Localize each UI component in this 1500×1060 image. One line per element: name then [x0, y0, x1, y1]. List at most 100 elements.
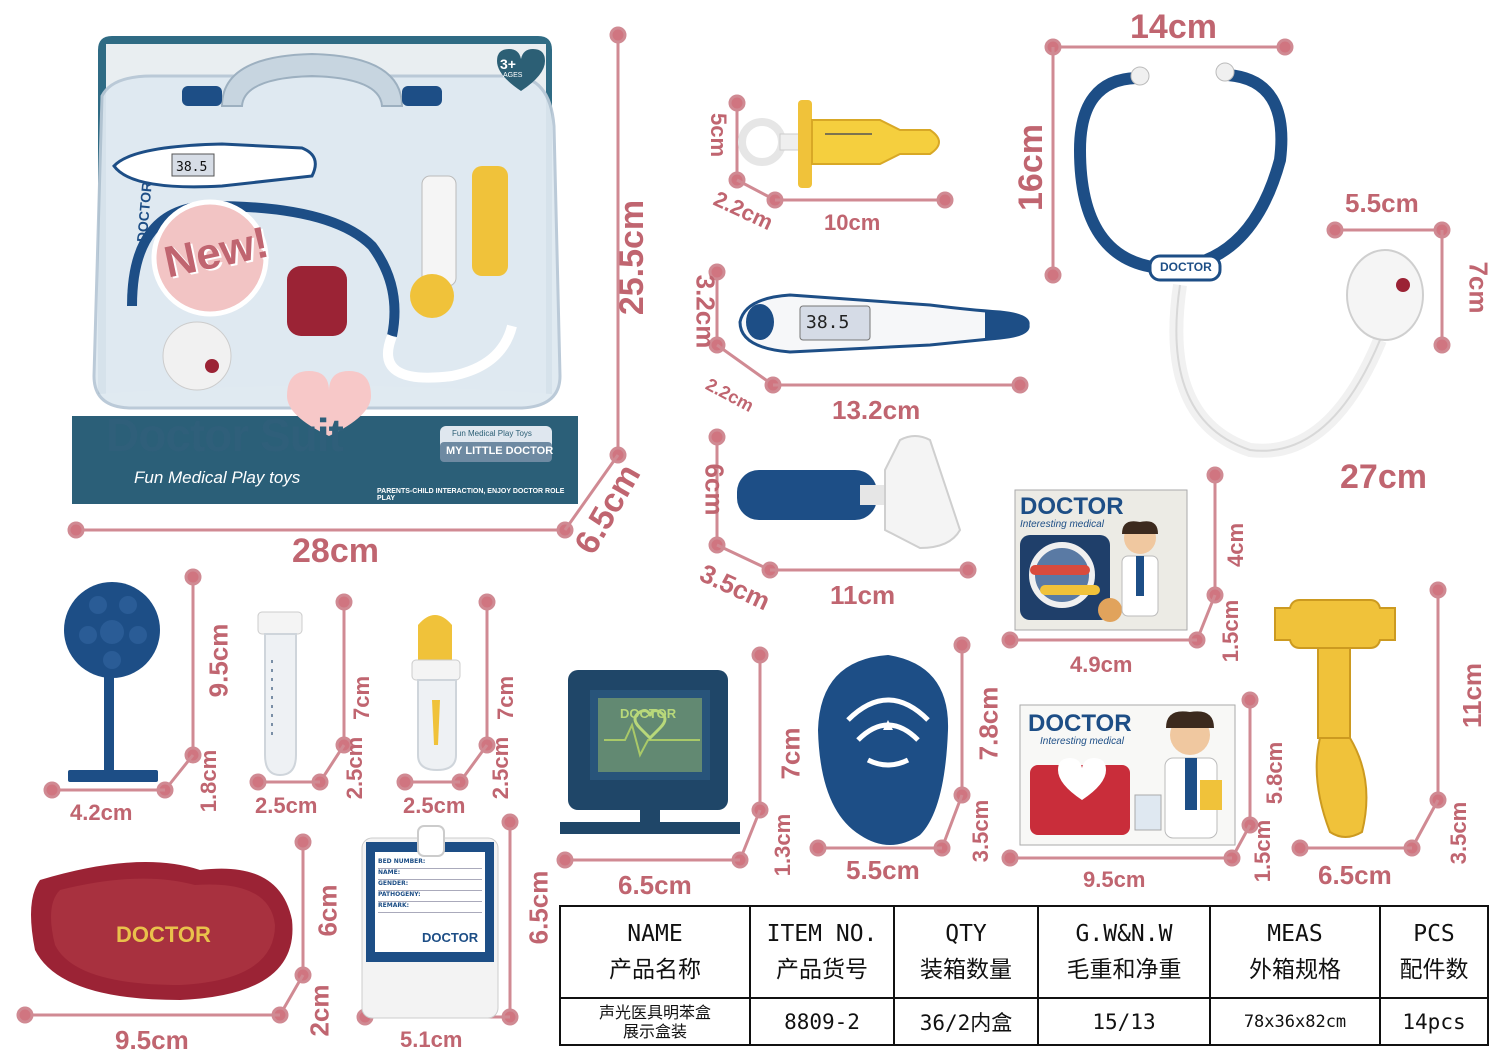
package-age-sub: AGES: [503, 72, 523, 79]
syringe-icon: [738, 100, 940, 188]
tube-height-label: 7cm: [349, 675, 375, 721]
box-width-label: 28cm: [292, 532, 379, 570]
stethoscope-icon: [1073, 62, 1424, 458]
hammer-depth-label: 3.5cm: [1446, 801, 1472, 865]
id-badge-field: GENDER:: [378, 880, 482, 891]
package-tagline: Fun Medical Play toys: [134, 468, 301, 487]
spec-cell-qty: 36/2内盒: [893, 997, 1039, 1046]
thermo-reading: 38.5: [806, 312, 850, 333]
card1-title: DOCTOR: [1020, 493, 1124, 520]
steth-height-label: 16cm: [1011, 124, 1050, 211]
oxygen-mask-icon: [818, 655, 949, 845]
doctor-card-2-icon: [1019, 704, 1236, 846]
card2-title: DOCTOR: [1028, 710, 1132, 737]
syringe-height-label: 5cm: [706, 112, 732, 158]
mirror-width-label: 4.2cm: [70, 800, 133, 825]
box-height-label: 25.5cm: [613, 199, 652, 316]
monitor-height-label: 7cm: [775, 727, 806, 780]
card2-subtitle: Interesting medical: [1040, 736, 1124, 747]
spec-header-en: G.W&N.W: [1075, 921, 1173, 947]
spec-header-zh: 毛重和净重: [1066, 957, 1182, 983]
kidney-tray-icon: [31, 862, 293, 1000]
spec-cell-item: 8809-2: [749, 997, 895, 1046]
steth-width-label: 14cm: [1130, 8, 1217, 46]
otoscope-height-label: 6cm: [699, 463, 730, 516]
card2-depth-label: 1.5cm: [1250, 819, 1276, 883]
tray-height-label: 6cm: [312, 884, 343, 937]
badge-height-label: 6.5cm: [523, 870, 554, 945]
id-badge-field: REMARK:: [378, 902, 482, 913]
spec-header-weight: G.W&N.W 毛重和净重: [1037, 905, 1211, 999]
mask-width-label: 5.5cm: [846, 855, 920, 885]
spec-table-row: 声光医具明苯盒展示盒装 8809-2 36/2内盒 15/13 78x36x82…: [559, 997, 1489, 1046]
package-slogan: PARENTS-CHILD INTERACTION, ENJOY DOCTOR …: [377, 488, 565, 502]
thermo-length-label: 13.2cm: [832, 395, 921, 425]
spec-header-en: MEAS: [1267, 921, 1323, 947]
package-badge-top: Fun Medical Play Toys: [452, 429, 532, 438]
spec-header-zh: 外箱规格: [1249, 957, 1341, 983]
id-badge-field: BED NUMBER:: [378, 858, 482, 869]
spec-header-en: NAME: [627, 921, 683, 947]
spec-header-en: ITEM NO.: [766, 921, 878, 947]
otoscope-icon: [737, 435, 962, 550]
card1-width-label: 4.9cm: [1070, 652, 1133, 677]
monitor-icon: [560, 670, 740, 834]
bottle-width-label: 2.5cm: [403, 793, 466, 818]
badge-width-label: 5.1cm: [400, 1027, 463, 1052]
bottle-height-label: 7cm: [493, 675, 519, 721]
mirror-depth-label: 1.8cm: [196, 749, 222, 813]
id-badge-fields: BED NUMBER: NAME: GENDER: PATHOGENY: REM…: [378, 858, 482, 913]
id-badge-field: PATHOGENY:: [378, 891, 482, 902]
package-box: 38.5 New! Doctor Suit Fun Medical Play t…: [72, 36, 578, 504]
bottle-depth-label: 2.5cm: [488, 736, 514, 800]
spec-header-item: ITEM NO. 产品货号: [749, 905, 895, 999]
package-thermo-reading: 38.5: [176, 160, 207, 175]
thermometer-icon: [738, 293, 1030, 354]
card1-depth-label: 1.5cm: [1218, 599, 1244, 663]
card2-height-label: 5.8cm: [1262, 741, 1288, 805]
mask-height-label: 7.8cm: [973, 686, 1004, 761]
package-art: 38.5: [72, 36, 578, 504]
spec-cell-meas: 78x36x82cm: [1209, 997, 1381, 1046]
doctor-card-icon: [1014, 489, 1188, 631]
tube-width-label: 2.5cm: [255, 793, 318, 818]
monitor-logo: DOCTOR: [620, 706, 677, 721]
tray-logo: DOCTOR: [116, 922, 211, 947]
steth-logo: DOCTOR: [1160, 260, 1212, 274]
medicine-bottle-icon: [411, 615, 461, 772]
spec-header-zh: 产品名称: [609, 957, 701, 983]
spec-header-name: NAME 产品名称: [559, 905, 751, 999]
spec-name-line2: 展示盒装: [622, 1021, 687, 1041]
hammer-height-label: 11cm: [1457, 662, 1488, 729]
spec-cell-pcs: 14pcs: [1379, 997, 1489, 1046]
monitor-depth-label: 1.3cm: [770, 813, 796, 877]
steth-head-height-label: 7cm: [1463, 261, 1494, 314]
card1-subtitle: Interesting medical: [1020, 519, 1104, 530]
thermo-height-label: 3.2cm: [690, 274, 721, 349]
card1-height-label: 4cm: [1223, 522, 1249, 568]
spec-header-zh: 装箱数量: [920, 957, 1012, 983]
id-badge-icon: [361, 825, 499, 1019]
steth-head-width-label: 5.5cm: [1345, 188, 1419, 218]
reflex-hammer-icon: [1274, 599, 1396, 838]
package-badge-main: MY LITTLE DOCTOR: [446, 445, 554, 457]
steth-length-label: 27cm: [1340, 458, 1427, 496]
mirror-height-label: 9.5cm: [203, 623, 234, 698]
id-badge-logo: DOCTOR: [422, 930, 479, 945]
spec-header-zh: 产品货号: [776, 957, 868, 983]
card2-width-label: 9.5cm: [1083, 867, 1146, 892]
monitor-width-label: 6.5cm: [618, 870, 692, 900]
spec-header-meas: MEAS 外箱规格: [1209, 905, 1381, 999]
package-brand: Doctor Suit: [106, 409, 344, 461]
otoscope-length-label: 11cm: [830, 580, 896, 610]
spec-header-en: PCS: [1413, 921, 1455, 947]
head-mirror-icon: [64, 582, 160, 782]
hammer-width-label: 6.5cm: [1318, 860, 1392, 890]
tray-width-label: 9.5cm: [115, 1025, 189, 1055]
spec-name-line1: 声光医具明苯盒: [598, 1002, 711, 1022]
test-tube-icon: [257, 611, 303, 777]
